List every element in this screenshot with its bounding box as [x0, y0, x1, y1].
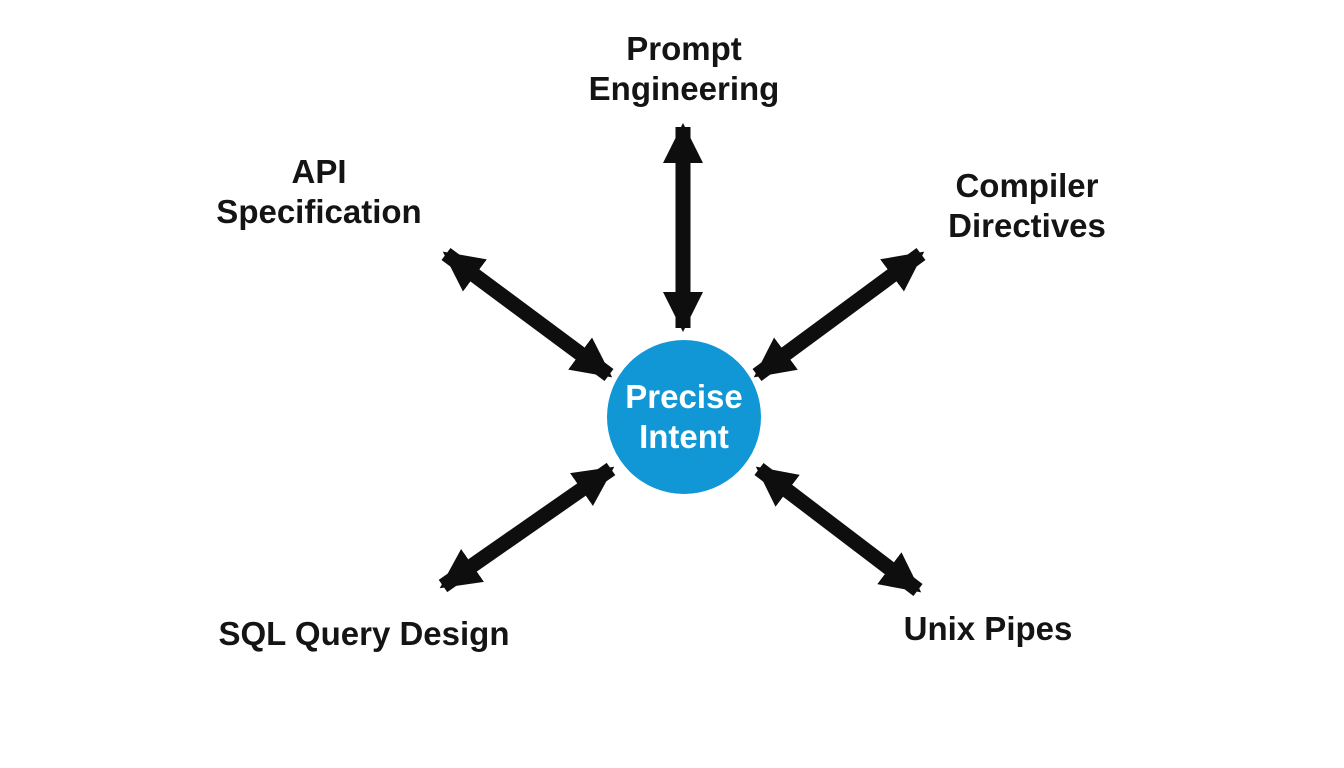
center-circle: [607, 340, 761, 494]
node-label-unix-pipes: Unix Pipes: [903, 610, 1073, 647]
node-label-sql-query-design: SQL Query Design: [218, 615, 510, 652]
node-label-prompt-engineering: Prompt Engineering: [588, 30, 780, 107]
arrow-center-sql-query-design: [438, 462, 616, 593]
node-label-compiler-directives: Compiler Directives: [948, 167, 1106, 244]
arrow-center-unix-pipes: [754, 463, 923, 596]
arrow-center-api-specification: [441, 247, 614, 382]
center-label-precise-intent: Precise Intent: [625, 378, 743, 455]
arrow-center-compiler-directives: [752, 247, 926, 382]
node-label-api-specification: API Specification: [216, 153, 422, 230]
